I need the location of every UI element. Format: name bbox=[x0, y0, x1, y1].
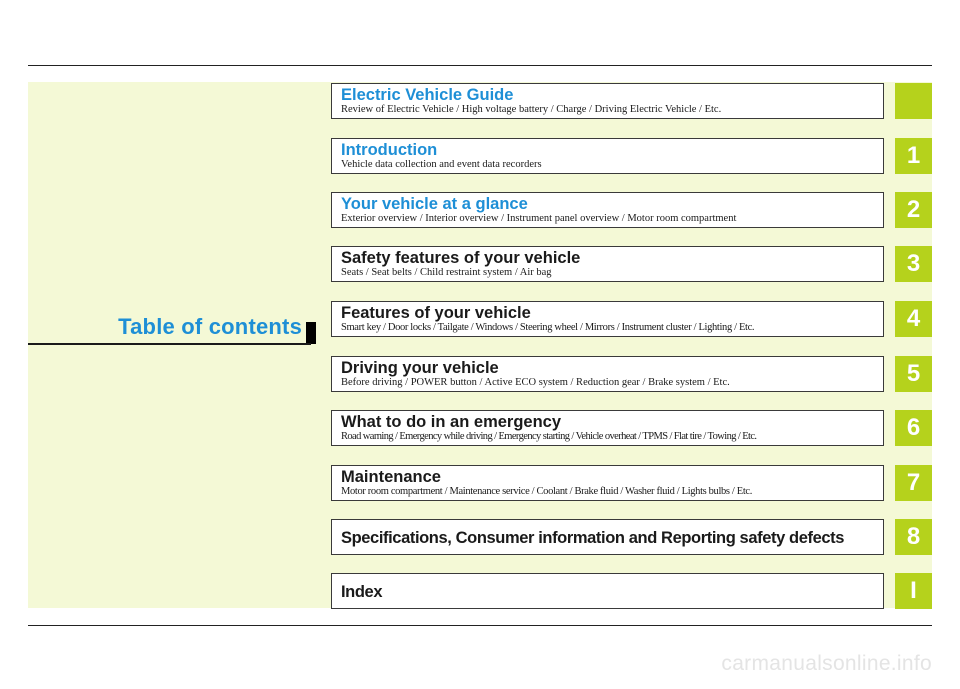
chapter-row-safety-features[interactable]: Safety features of your vehicle Seats / … bbox=[331, 246, 932, 284]
chapter-row-features[interactable]: Features of your vehicle Smart key / Doo… bbox=[331, 301, 932, 339]
chapter-description: Motor room compartment / Maintenance ser… bbox=[341, 486, 752, 497]
chapter-row-specifications[interactable]: Specifications, Consumer information and… bbox=[331, 519, 932, 557]
chapter-tab-1[interactable]: 1 bbox=[895, 138, 932, 174]
chapter-description: Review of Electric Vehicle / High voltag… bbox=[341, 104, 722, 115]
chapter-row-driving[interactable]: Driving your vehicle Before driving / PO… bbox=[331, 356, 932, 394]
top-rule bbox=[28, 65, 932, 66]
chapter-tab-4[interactable]: 4 bbox=[895, 301, 932, 337]
toc-heading: Table of contents bbox=[118, 314, 302, 339]
toc-heading-marker bbox=[306, 322, 316, 344]
chapter-tab-ev[interactable] bbox=[895, 83, 932, 119]
chapter-description: Seats / Seat belts / Child restraint sys… bbox=[341, 267, 552, 278]
chapter-row-vehicle-at-a-glance[interactable]: Your vehicle at a glance Exterior overvi… bbox=[331, 192, 932, 230]
chapter-row-electric-vehicle-guide[interactable]: Electric Vehicle Guide Review of Electri… bbox=[331, 83, 932, 121]
chapter-title: Index bbox=[341, 583, 383, 601]
chapter-title: Driving your vehicle bbox=[341, 359, 499, 377]
chapter-description: Smart key / Door locks / Tailgate / Wind… bbox=[341, 322, 755, 333]
bottom-rule bbox=[28, 625, 932, 626]
chapter-description: Road warning / Emergency while driving /… bbox=[341, 431, 757, 442]
chapter-title: Specifications, Consumer information and… bbox=[341, 529, 845, 547]
chapter-tab-3[interactable]: 3 bbox=[895, 246, 932, 282]
chapter-tab-5[interactable]: 5 bbox=[895, 356, 932, 392]
chapter-title: Maintenance bbox=[341, 468, 441, 486]
chapter-title: What to do in an emergency bbox=[341, 413, 562, 431]
chapter-box[interactable]: Driving your vehicle Before driving / PO… bbox=[331, 356, 884, 392]
chapter-row-index[interactable]: Index I bbox=[331, 573, 932, 611]
chapter-box[interactable]: Specifications, Consumer information and… bbox=[331, 519, 884, 555]
chapter-description: Before driving / POWER button / Active E… bbox=[341, 377, 730, 388]
chapter-title: Features of your vehicle bbox=[341, 304, 531, 322]
chapter-box[interactable]: Maintenance Motor room compartment / Mai… bbox=[331, 465, 884, 501]
chapter-box[interactable]: Your vehicle at a glance Exterior overvi… bbox=[331, 192, 884, 228]
chapter-tab-7[interactable]: 7 bbox=[895, 465, 932, 501]
chapter-tab-2[interactable]: 2 bbox=[895, 192, 932, 228]
chapter-description: Exterior overview / Interior overview / … bbox=[341, 213, 737, 224]
chapter-description: Vehicle data collection and event data r… bbox=[341, 159, 542, 170]
chapter-title: Introduction bbox=[341, 141, 438, 159]
chapter-box[interactable]: Index bbox=[331, 573, 884, 609]
chapter-box[interactable]: Safety features of your vehicle Seats / … bbox=[331, 246, 884, 282]
chapter-tab-index[interactable]: I bbox=[895, 573, 932, 609]
chapter-box[interactable]: Introduction Vehicle data collection and… bbox=[331, 138, 884, 174]
chapter-row-introduction[interactable]: Introduction Vehicle data collection and… bbox=[331, 138, 932, 176]
chapter-title: Your vehicle at a glance bbox=[341, 195, 528, 213]
watermark-text: carmanualsonline.info bbox=[721, 652, 932, 675]
chapter-tab-6[interactable]: 6 bbox=[895, 410, 932, 446]
chapter-title: Electric Vehicle Guide bbox=[341, 86, 514, 104]
chapter-row-maintenance[interactable]: Maintenance Motor room compartment / Mai… bbox=[331, 465, 932, 503]
chapter-tab-8[interactable]: 8 bbox=[895, 519, 932, 555]
chapter-row-emergency[interactable]: What to do in an emergency Road warning … bbox=[331, 410, 932, 448]
chapter-box[interactable]: Features of your vehicle Smart key / Doo… bbox=[331, 301, 884, 337]
chapter-title: Safety features of your vehicle bbox=[341, 249, 581, 267]
chapter-box[interactable]: Electric Vehicle Guide Review of Electri… bbox=[331, 83, 884, 119]
chapter-box[interactable]: What to do in an emergency Road warning … bbox=[331, 410, 884, 446]
toc-heading-underline bbox=[28, 343, 311, 345]
